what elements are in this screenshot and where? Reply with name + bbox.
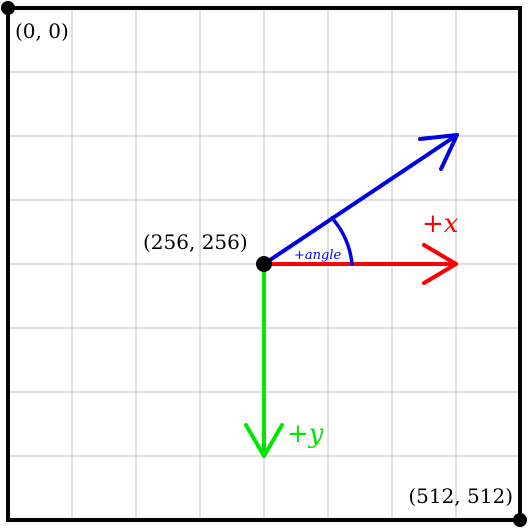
- origin-label: (0, 0): [15, 19, 69, 43]
- y-axis-head: [244, 423, 284, 458]
- frame-border: [6, 6, 522, 522]
- origin-point: [1, 1, 15, 15]
- max-point: [513, 513, 527, 527]
- center-label: (256, 256): [143, 230, 248, 254]
- direction-head: [418, 133, 459, 171]
- direction-shaft: [262, 133, 459, 266]
- x-axis-label: +x: [422, 209, 459, 239]
- y-axis-label: +y: [287, 419, 324, 449]
- angle-arc: [330, 216, 354, 266]
- x-axis-head: [422, 243, 458, 285]
- center-point: [256, 256, 272, 272]
- y-axis-arrow: [244, 262, 284, 458]
- angle-label: +angle: [294, 248, 341, 263]
- direction-arrow: [262, 133, 459, 266]
- max-label: (512, 512): [408, 484, 513, 508]
- x-axis-arrow: [262, 243, 458, 285]
